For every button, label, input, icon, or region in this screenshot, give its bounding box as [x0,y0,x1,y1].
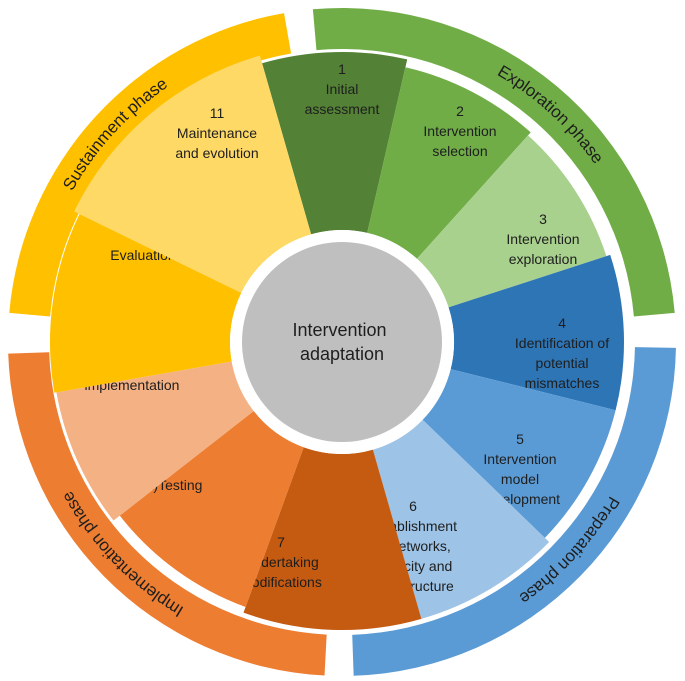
step-3-line-1: 3 [539,211,547,227]
phase-band-exploration [312,8,675,317]
step-4-line-3: potential [536,355,589,371]
center-hub: Intervention adaptation [230,230,454,454]
step-1-line-1: 1 [338,61,346,77]
step-7-line-1: 7 [277,534,285,550]
center-title: Intervention adaptation [292,320,391,364]
step-sector-6 [372,419,550,619]
step-2-line-1: 2 [456,103,464,119]
step-11-line-1: 11 [210,105,225,121]
step-2-line-3: selection [432,143,487,159]
step-1-line-2: Initial [326,81,359,97]
step-sector-7 [243,447,422,630]
phase-band-sustainment [9,13,292,317]
step-2-line-2: Intervention [423,123,496,139]
step-1-line-3: assessment [305,101,380,117]
step-sector-2 [367,67,531,259]
step-4-line-4: mismatches [525,375,600,391]
step-6-line-1: 6 [409,498,417,514]
step-sector-4 [448,254,624,411]
step-sector-1 [262,52,408,235]
step-4-line-1: 4 [558,315,566,331]
step-3-line-2: Intervention [506,231,579,247]
step-sector-11 [74,55,312,293]
step-7-line-3: modifications [240,574,322,590]
step-11-line-2: Maintenance [177,125,257,141]
phase-band-preparation [352,347,676,676]
step-sector-3 [416,135,607,308]
center-title-line-2: adaptation [300,344,384,364]
center-title-line-1: Intervention [292,320,386,340]
center-hub-disc [242,242,442,442]
step-sector-5 [422,369,616,538]
step-sector-9 [56,361,254,521]
step-sector-10 [49,213,242,393]
step-sector-8 [119,410,304,607]
step-5-line-3: model [501,471,539,487]
phase-band-implementation [8,352,327,676]
step-5-line-2: Intervention [483,451,556,467]
step-5-line-1: 5 [516,431,524,447]
step-4-line-2: Identification of [515,335,609,351]
step-11-line-3: and evolution [175,145,258,161]
step-3-line-3: exploration [509,251,578,267]
